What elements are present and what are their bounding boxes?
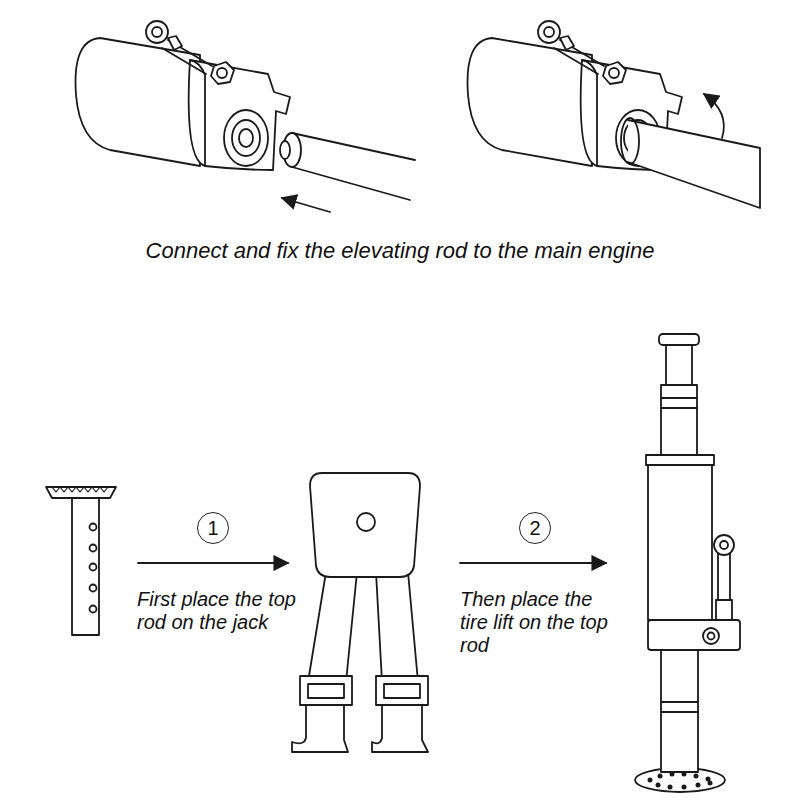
step-arrow bbox=[138, 562, 288, 564]
instruction-caption: Connect and fix the elevating rod to the… bbox=[80, 238, 720, 263]
rotate-arrow bbox=[704, 94, 724, 138]
elevating-rod bbox=[621, 118, 760, 208]
step-instruction: Then place the tire lift on the top rod bbox=[460, 588, 625, 657]
step-instruction: First place the top rod on the jack bbox=[137, 588, 302, 634]
insert-arrow bbox=[282, 198, 330, 212]
tire-lift bbox=[292, 473, 428, 752]
step-arrow bbox=[460, 562, 606, 564]
elevating-rod bbox=[280, 133, 415, 200]
main-engine bbox=[76, 21, 291, 170]
step-number-circle: 2 bbox=[519, 512, 551, 544]
jack bbox=[635, 334, 740, 792]
step-number: 1 bbox=[207, 518, 218, 538]
step-number-circle: 1 bbox=[197, 512, 229, 544]
top-rod bbox=[46, 487, 116, 635]
step-number: 2 bbox=[529, 518, 540, 538]
